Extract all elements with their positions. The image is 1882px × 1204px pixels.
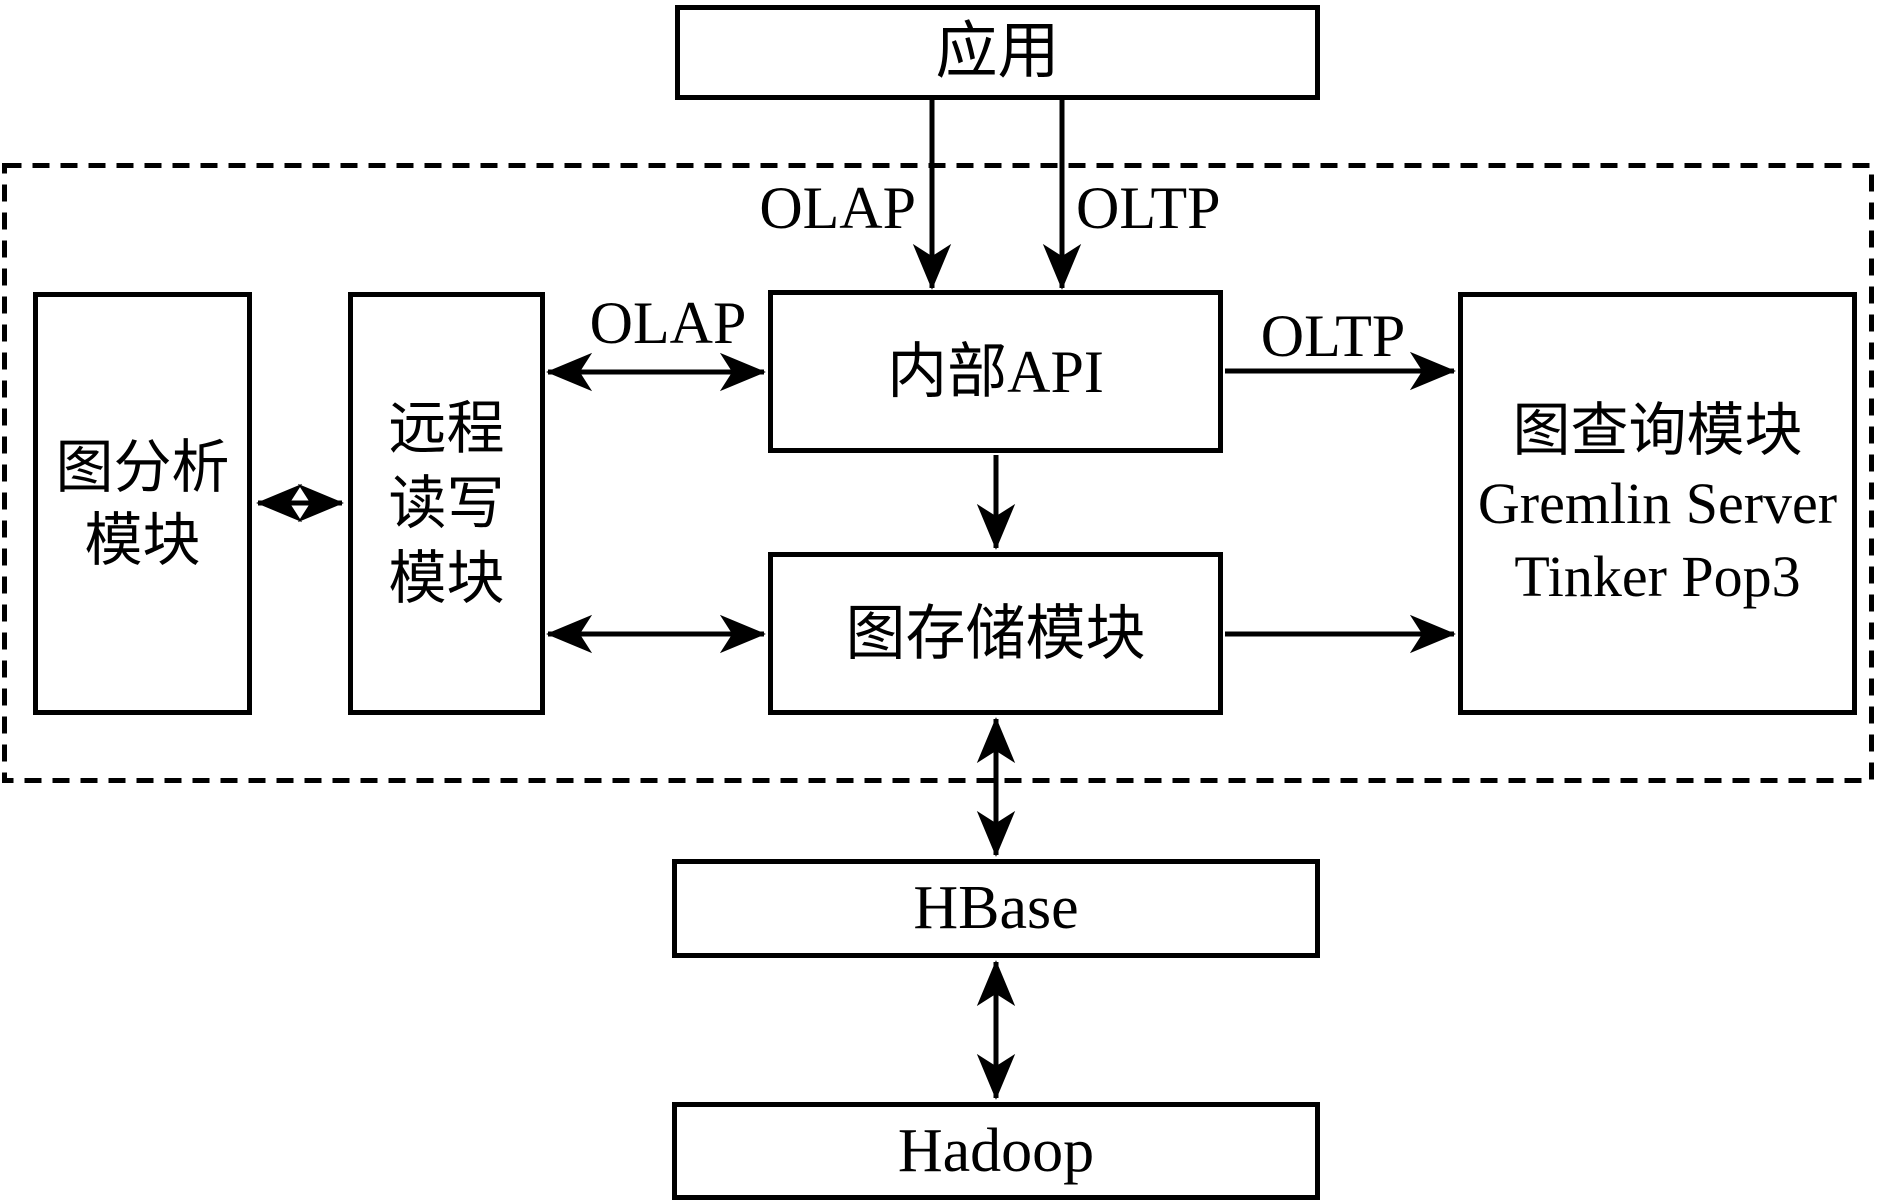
graph-query-line2: Gremlin Server — [1477, 471, 1838, 536]
application-box: 应用 — [675, 5, 1320, 100]
internal-api-box: 内部API — [768, 290, 1223, 453]
hbase-box: HBase — [672, 859, 1320, 958]
graph-storage-label: 图存储模块 — [845, 600, 1146, 667]
olap-mid-edge-label: OLAP — [589, 290, 747, 356]
dashed-system-boundary — [2, 163, 1874, 783]
application-label: 应用 — [935, 18, 1060, 87]
oltp-top-edge-label: OLTP — [1076, 175, 1221, 241]
internal-api-label: 内部API — [887, 338, 1104, 405]
graph-analysis-line1: 图分析 — [55, 434, 230, 500]
graph-analysis-line2: 模块 — [84, 507, 201, 573]
graph-analysis-module-box: 图分析 模块 — [33, 292, 252, 715]
hadoop-label: Hadoop — [897, 1116, 1095, 1185]
graph-query-module-box: 图查询模块 Gremlin Server Tinker Pop3 — [1458, 292, 1857, 715]
olap-top-edge-label: OLAP — [759, 175, 916, 241]
remote-readwrite-module-box: 远程 读写 模块 — [348, 292, 545, 715]
oltp-mid-edge-label: OLTP — [1260, 303, 1406, 369]
hadoop-box: Hadoop — [672, 1102, 1320, 1200]
graph-query-line1: 图查询模块 — [1512, 398, 1803, 463]
hbase-label: HBase — [913, 874, 1079, 943]
remote-readwrite-line1: 远程 — [388, 396, 505, 461]
graph-storage-module-box: 图存储模块 — [768, 552, 1223, 715]
graph-query-line3: Tinker Pop3 — [1514, 544, 1801, 609]
remote-readwrite-line3: 模块 — [388, 546, 505, 611]
remote-readwrite-line2: 读写 — [388, 471, 505, 536]
